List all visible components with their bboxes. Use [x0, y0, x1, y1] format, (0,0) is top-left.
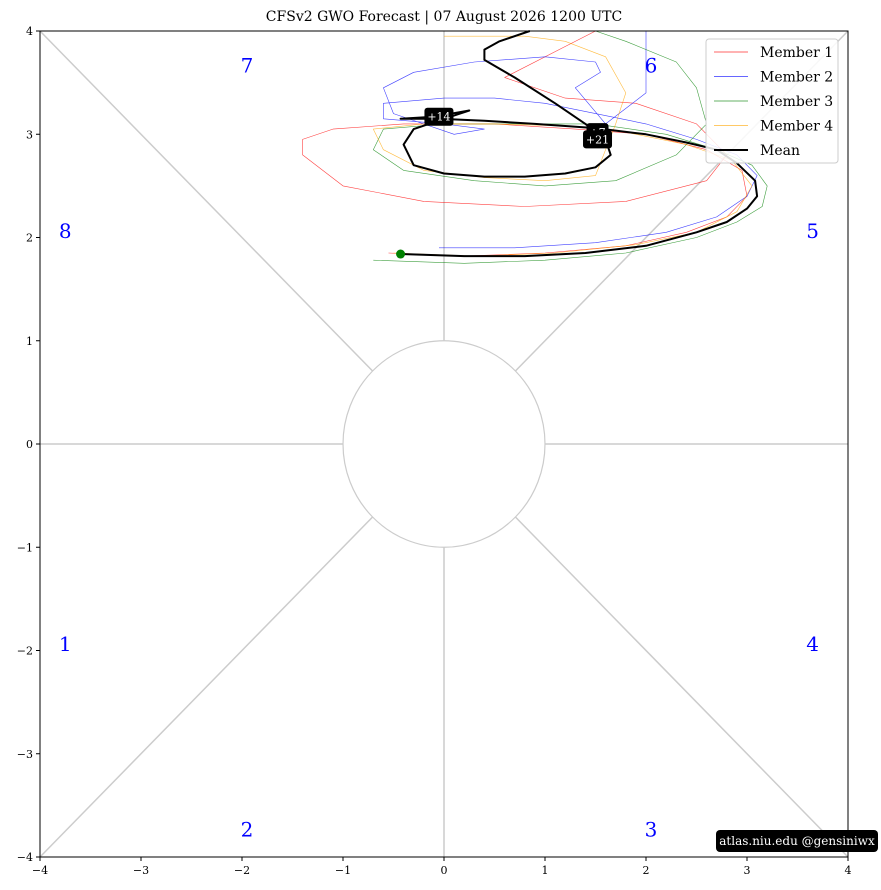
x-tick-label: 4	[845, 864, 852, 877]
x-tick-label: −4	[32, 864, 48, 877]
legend-label-member-3: Member 3	[760, 94, 833, 110]
day-label-badge: +21	[583, 130, 613, 149]
y-tick-label: −3	[17, 748, 33, 761]
legend-label-member-1: Member 1	[760, 45, 833, 61]
axes: −4 −3 −2 −1 0 1 2 3 4 −4 −3 −2 −1 0 1 2 3 4	[17, 25, 852, 877]
phase-label-1: 1	[59, 632, 72, 656]
series-line-member-2	[383, 31, 758, 249]
x-tick-label: 0	[441, 864, 448, 877]
y-tick-label: 2	[26, 232, 33, 245]
credit-background	[716, 830, 878, 852]
phase-label-3: 3	[645, 818, 658, 842]
credit-text: atlas.niu.edu @gensiniwx	[719, 834, 875, 848]
credit-badge: atlas.niu.edu @gensiniwx	[716, 830, 878, 852]
day-label-background	[424, 107, 454, 126]
inner-circle	[342, 340, 546, 548]
legend: Member 1 Member 2 Member 3 Member 4 Mean	[705, 38, 839, 164]
legend-label-member-4: Member 4	[760, 119, 833, 135]
day-label-text: +14	[427, 111, 450, 124]
y-tick-label: 3	[26, 128, 33, 141]
series-line-member-1	[302, 30, 748, 257]
x-tick-label: −3	[133, 864, 149, 877]
y-tick-label: 0	[26, 438, 33, 451]
diagonal-line-se	[514, 516, 849, 858]
y-tick-label: −1	[17, 541, 33, 554]
x-tick-label: 1	[542, 864, 549, 877]
x-tick-label: −2	[234, 864, 250, 877]
phase-label-6: 6	[645, 54, 658, 78]
y-tick-label: −2	[17, 645, 33, 658]
start-point-marker	[396, 249, 406, 259]
x-tick-label: 3	[744, 864, 751, 877]
day-label-background	[583, 130, 613, 149]
chart-title: CFSv2 GWO Forecast | 07 August 2026 1200…	[266, 9, 622, 25]
day-label-badge: +14	[424, 107, 454, 126]
phase-label-5: 5	[806, 219, 819, 243]
phase-boundary-lines	[39, 30, 849, 858]
diagonal-line-nw	[39, 30, 374, 372]
legend-label-member-2: Member 2	[760, 70, 833, 86]
day-label-text: +21	[586, 133, 609, 146]
series-line-mean	[399, 30, 759, 258]
y-tick-label: −4	[17, 851, 33, 864]
phase-label-4: 4	[806, 632, 819, 656]
forecast-series	[302, 30, 768, 264]
phase-label-8: 8	[59, 219, 72, 243]
y-tick-label: 4	[26, 25, 33, 38]
phase-labels: 1 2 3 4 5 6 7 8	[59, 54, 819, 842]
markers: +14+7+21	[396, 107, 613, 259]
y-tick-label: 1	[26, 335, 33, 348]
x-tick-label: −1	[335, 864, 351, 877]
legend-label-mean: Mean	[760, 143, 800, 159]
phase-label-2: 2	[241, 818, 254, 842]
x-tick-label: 2	[643, 864, 650, 877]
series-line-member-4	[372, 35, 753, 257]
phase-label-7: 7	[241, 54, 254, 78]
diagonal-line-sw	[39, 516, 374, 858]
legend-box	[705, 38, 839, 164]
